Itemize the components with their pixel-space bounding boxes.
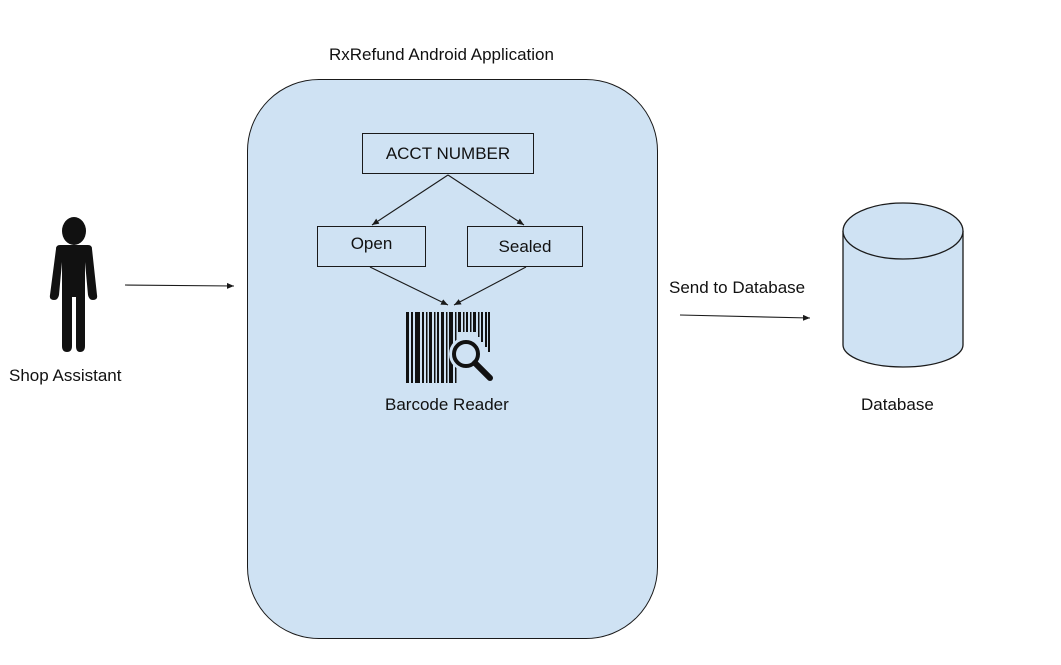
shop-assistant-label: Shop Assistant [9, 366, 122, 385]
app-container-title: RxRefund Android Application [329, 45, 554, 64]
edge-open-to-barcode [369, 266, 449, 306]
node-open: Open [317, 226, 426, 267]
edge-acct-to-open [371, 174, 449, 226]
send-to-database-label: Send to Database [669, 278, 806, 297]
person-icon [49, 217, 98, 352]
node-sealed: Sealed [467, 226, 583, 267]
edge-app-to-database [679, 314, 811, 321]
edge-assistant-to-app [124, 282, 235, 289]
database-label: Database [861, 395, 934, 414]
node-acct-number: ACCT NUMBER [362, 133, 534, 174]
edge-sealed-to-barcode [453, 266, 527, 306]
barcode-reader-label: Barcode Reader [385, 395, 509, 414]
database-cylinder-icon [842, 202, 964, 368]
node-acct-number-label: ACCT NUMBER [385, 143, 511, 163]
node-open-label: Open [350, 234, 393, 253]
edge-acct-to-sealed [447, 174, 525, 226]
node-sealed-label: Sealed [498, 236, 552, 256]
barcode-scanner-icon [406, 312, 493, 383]
